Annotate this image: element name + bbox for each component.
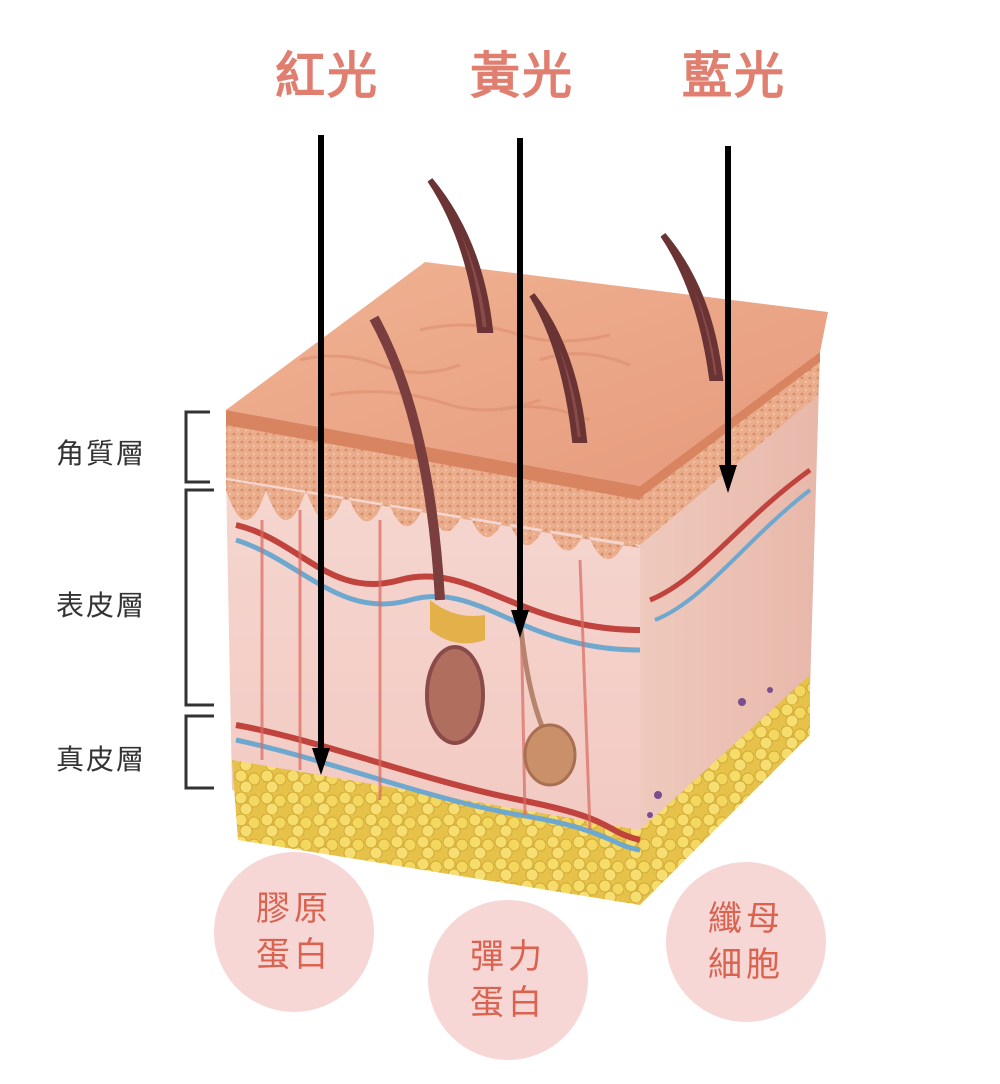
fibroblast-label-line2: 細胞 <box>708 945 784 985</box>
fibroblast-label-line1: 纖母 <box>708 899 784 939</box>
bracket-dermis <box>184 714 214 790</box>
epidermis-label: 表皮層 <box>56 589 147 622</box>
red-light-arrow <box>312 135 330 775</box>
collagen-label-line2: 蛋白 <box>256 935 332 975</box>
stratum-corneum-label: 角質層 <box>56 437 147 470</box>
fibroblast-bubble: 纖母 細胞 <box>666 862 826 1022</box>
hair-follicle-bulb <box>425 645 485 745</box>
collagen-label-line1: 膠原 <box>256 889 332 929</box>
blue-light-arrow <box>719 146 737 493</box>
hair-1 <box>427 178 494 333</box>
dermis-label: 真皮層 <box>56 743 147 776</box>
sweat-gland <box>523 723 577 787</box>
elastin-label-line2: 蛋白 <box>470 983 546 1023</box>
yellow-light-arrow <box>511 138 529 638</box>
yellow-light-label: 黃光 <box>470 47 574 105</box>
hair-3 <box>660 233 724 381</box>
blue-light-label: 藍光 <box>682 47 786 105</box>
fat-layer-side <box>640 675 810 905</box>
collagen-bubble: 膠原 蛋白 <box>214 852 374 1012</box>
hair-2 <box>529 293 588 443</box>
fat-layer-front <box>232 760 640 905</box>
elastin-bubble: 彈力 蛋白 <box>428 900 588 1060</box>
bracket-epidermis <box>184 488 214 707</box>
elastin-label-line1: 彈力 <box>470 937 546 977</box>
red-light-label: 紅光 <box>275 47 379 105</box>
bracket-stratum-corneum <box>184 410 210 484</box>
